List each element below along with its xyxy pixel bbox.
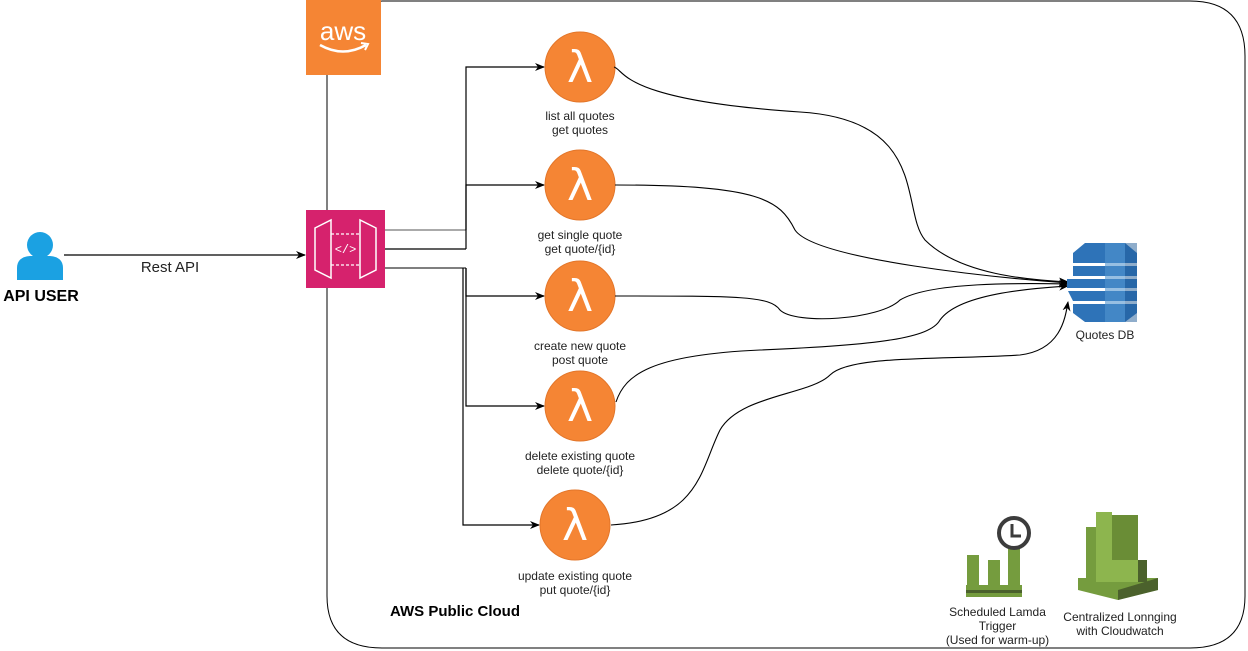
logging-label: Centralized Lonnging with Cloudwatch (1055, 610, 1185, 638)
logging-label-line1: Centralized Lonnging (1063, 610, 1177, 624)
cloudwatch-icon (1078, 512, 1158, 600)
scheduler-label: Scheduled Lamda Trigger (Used for warm-u… (935, 605, 1060, 647)
lambda-label-line1: delete existing quote (524, 449, 636, 463)
scheduler-label-line2: Trigger (978, 619, 1017, 633)
api-to-lambda-connectors (385, 63, 545, 529)
api-gateway-icon: </> (306, 210, 385, 288)
scheduler-label-line1: Scheduled Lamda (949, 605, 1046, 619)
lambda-label-line1: list all quotes (545, 109, 615, 123)
lambda-label-line1: update existing quote (517, 569, 633, 583)
rest-api-label: Rest API (140, 259, 200, 276)
logging-label-line2: with Cloudwatch (1076, 624, 1164, 638)
cloud-label: AWS Public Cloud (390, 603, 520, 620)
lambda-label-line1: get single quote (537, 228, 623, 242)
lambda-to-db-connectors (610, 66, 1071, 526)
lambda-icon: λ (567, 160, 593, 211)
lambda-icon: λ (567, 42, 593, 93)
lambda-label-list-quotes: list all quotes get quotes (510, 109, 650, 137)
dynamodb-icon (1067, 243, 1137, 322)
scheduler-label-line3: (Used for warm-up) (945, 633, 1050, 647)
lambda-icon: λ (567, 271, 593, 322)
aws-logo-text: aws (320, 16, 366, 46)
lambda-function-delete-quote: λ (544, 370, 616, 442)
lambda-function-create-quote: λ (544, 260, 616, 332)
lambda-label-line2: delete quote/{id} (536, 463, 624, 477)
api-user-label: API USER (3, 288, 79, 305)
lambda-label-create-quote: create new quote post quote (510, 339, 650, 367)
lambda-label-line2: get quote/{id} (544, 242, 616, 256)
lambda-label-line2: post quote (551, 353, 609, 367)
cloudwatch-events-icon (966, 516, 1031, 597)
lambda-function-get-quote: λ (544, 149, 616, 221)
lambda-icon: λ (567, 381, 593, 432)
lambda-label-update-quote: update existing quote put quote/{id} (500, 569, 650, 597)
lambda-icon: λ (562, 500, 588, 551)
lambda-label-line2: get quotes (551, 123, 609, 137)
quotes-db-label: Quotes DB (1075, 328, 1135, 342)
aws-logo: aws (306, 0, 381, 75)
lambda-label-line2: put quote/{id} (539, 583, 611, 597)
lambda-label-line1: create new quote (533, 339, 627, 353)
lambda-label-delete-quote: delete existing quote delete quote/{id} (505, 449, 655, 477)
lambda-function-list-quotes: λ (544, 31, 616, 103)
svg-text:</>: </> (335, 243, 357, 257)
lambda-label-get-quote: get single quote get quote/{id} (510, 228, 650, 256)
lambda-function-update-quote: λ (539, 489, 611, 561)
user-icon (17, 232, 63, 280)
